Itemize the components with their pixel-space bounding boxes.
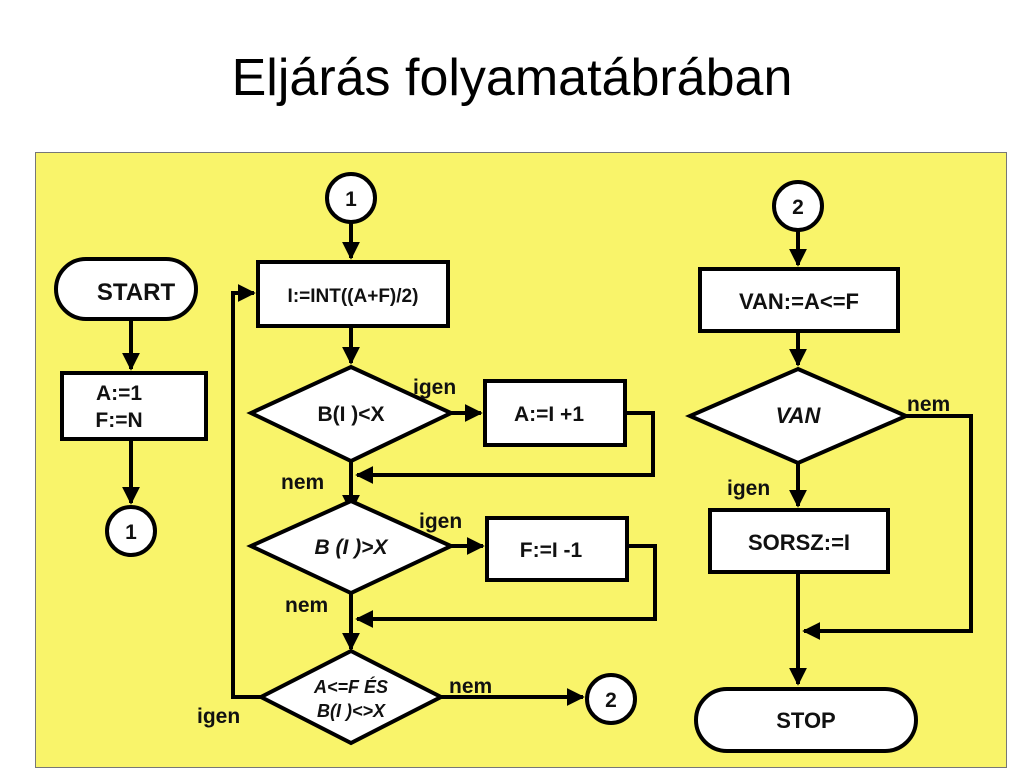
cond-van-no-label: nem: [907, 393, 950, 416]
slide-title: Eljárás folyamatábrában: [231, 49, 793, 107]
arrow-cond-van-no: [802, 414, 973, 640]
init-process-box: [60, 371, 208, 441]
connector-2-top-label: 2: [792, 196, 804, 219]
arrow-set-f-return: [355, 544, 657, 628]
cond-van-yes-label: igen: [727, 477, 770, 500]
cond-greater-yes-label: igen: [419, 510, 462, 533]
flowchart-panel: START A:=1 F:=N 1 1 I:=INT((A+F)/2) B(I …: [35, 152, 1007, 768]
set-a-box: [483, 379, 627, 447]
cond-loop-yes-label: igen: [197, 705, 240, 728]
cond-less-label: B(I )<X: [317, 403, 384, 426]
connector-1-top-label: 1: [345, 188, 357, 211]
set-f-label: F:=I -1: [520, 539, 583, 562]
arrow-loop-back: [231, 284, 261, 699]
connector-2-bottom: [585, 673, 637, 725]
calc-i-label: I:=INT((A+F)/2): [288, 286, 419, 307]
cond-loop-label-2: B(I )<>X: [317, 701, 386, 721]
sorsz-label: SORSZ:=I: [748, 530, 850, 555]
connector-1-left: [105, 505, 157, 557]
cond-van-label: VAN: [776, 403, 822, 428]
start-label: START: [97, 279, 176, 306]
cond-less-no-label: nem: [281, 471, 324, 494]
cond-loop-label-1: A<=F ÉS: [313, 676, 388, 697]
cond-loop-no-label: nem: [449, 675, 492, 698]
set-f-box: [485, 516, 629, 582]
connector-1-left-label: 1: [125, 521, 137, 544]
connector-2-bottom-label: 2: [605, 689, 617, 712]
cond-greater-no-label: nem: [285, 594, 328, 617]
flowchart-diagram: START A:=1 F:=N 1 1 I:=INT((A+F)/2) B(I …: [54, 172, 973, 753]
van-assign-label: VAN:=A<=F: [739, 289, 859, 314]
arrow-set-a-return: [355, 411, 655, 484]
cond-loop-decision: [256, 648, 446, 746]
stop-terminal: [694, 687, 918, 753]
sorsz-box: [708, 508, 890, 574]
init-f-label: F:=N: [95, 409, 142, 432]
stop-label: STOP: [776, 708, 836, 733]
init-a-label: A:=1: [96, 382, 142, 405]
start-terminal: [54, 257, 198, 321]
calc-i-box: [256, 260, 450, 328]
van-assign-box: [698, 267, 900, 333]
set-a-label: A:=I +1: [514, 403, 584, 426]
cond-less-yes-label: igen: [413, 376, 456, 399]
cond-greater-label: B (I )>X: [315, 536, 390, 559]
